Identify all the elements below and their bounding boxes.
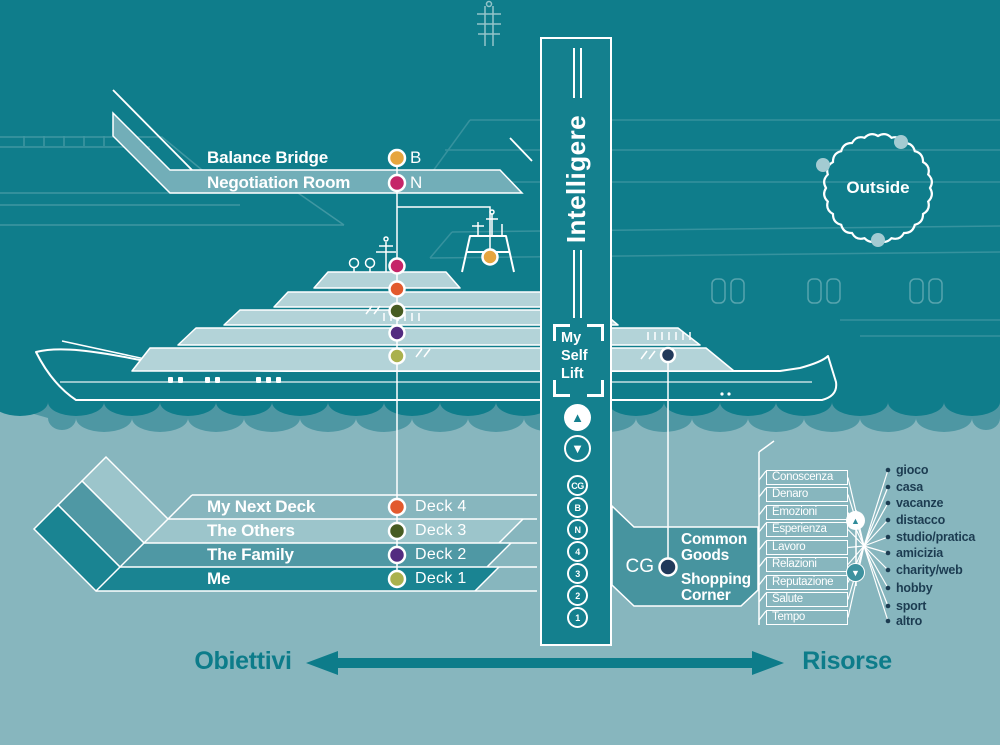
item-distacco: distacco bbox=[896, 513, 946, 527]
item-vacanze: vacanze bbox=[896, 496, 944, 510]
deck-number-label: Deck 2 bbox=[415, 546, 467, 563]
shelf-tempo[interactable]: Tempo bbox=[766, 610, 848, 625]
cabin-bracket bbox=[587, 324, 604, 341]
lift-button-4[interactable]: 4 bbox=[567, 541, 588, 562]
shelf-reputazione[interactable]: Reputazione bbox=[766, 575, 848, 590]
item-amicizia: amicizia bbox=[896, 546, 944, 560]
cabin-bracket bbox=[553, 380, 570, 397]
deck-number-label: Deck 1 bbox=[415, 570, 467, 587]
shelf-salute[interactable]: Salute bbox=[766, 592, 848, 607]
item-casa: casa bbox=[896, 480, 924, 494]
shelf-denaro[interactable]: Denaro bbox=[766, 487, 848, 502]
deck-number-label: Deck 3 bbox=[415, 522, 467, 539]
cabin-label-line: My bbox=[561, 330, 582, 346]
lift-cable-line bbox=[573, 48, 575, 98]
axis-label-risorse: Risorse bbox=[802, 647, 892, 675]
dot-deck4 bbox=[387, 497, 407, 517]
deck-rows bbox=[32, 455, 537, 593]
common-goods-label-line: Goods bbox=[681, 547, 730, 564]
item-hobby: hobby bbox=[896, 581, 933, 595]
common-goods-label-line: Common bbox=[681, 531, 747, 548]
dot-deck3 bbox=[387, 521, 407, 541]
shelf-lavoro[interactable]: Lavoro bbox=[766, 540, 848, 555]
outside-circle-nodes bbox=[816, 135, 908, 247]
dot-deck1 bbox=[387, 569, 407, 589]
dot-negotiation-on-ship bbox=[388, 257, 406, 275]
axis-label-obiettivi: Obiettivi bbox=[194, 647, 292, 675]
dot-deck2-on-ship bbox=[388, 324, 406, 342]
resources-up-button[interactable]: ▲ bbox=[846, 511, 865, 530]
yacht-deck-bridge bbox=[223, 309, 619, 326]
yacht-hull bbox=[35, 348, 838, 401]
dot-balance-bridge bbox=[387, 148, 407, 168]
item-gioco: gioco bbox=[896, 463, 929, 477]
common-goods-label-line: Corner bbox=[681, 587, 731, 604]
resource-fan-lines bbox=[847, 469, 889, 622]
balance-bridge-label: Balance Bridge bbox=[207, 148, 328, 167]
deck-row-label: Me bbox=[207, 569, 231, 588]
item-studio-pratica: studio/pratica bbox=[896, 530, 976, 544]
item-altro: altro bbox=[896, 614, 923, 628]
lift-down-button[interactable]: ▼ bbox=[564, 435, 591, 462]
cabin-label-line: Lift bbox=[561, 366, 584, 382]
lift-button-2[interactable]: 2 bbox=[567, 585, 588, 606]
negotiation-room-label: Negotiation Room bbox=[207, 173, 351, 192]
cabin-label-line: Self bbox=[561, 348, 588, 364]
common-goods-panel bbox=[611, 504, 759, 607]
balance-negotiation-ribbon bbox=[112, 89, 533, 194]
shelf-esperienza[interactable]: Esperienza bbox=[766, 522, 848, 537]
dot-bridge-on-ship bbox=[481, 248, 499, 266]
balance-bridge-letter: B bbox=[410, 148, 422, 167]
ghost-window-bands bbox=[711, 278, 943, 304]
deck-row-label: The Others bbox=[207, 521, 295, 540]
deck-number-label: Deck 4 bbox=[415, 498, 467, 515]
station-dots bbox=[387, 148, 678, 589]
lift-title: Intelligere bbox=[561, 114, 591, 244]
shelf-spine bbox=[758, 440, 775, 625]
lift-column: Intelligere My Self Lift ▲ ▼ CG B N 4 3 … bbox=[540, 37, 612, 646]
resources-down-button[interactable]: ▼ bbox=[846, 563, 865, 582]
dot-deck4-on-ship bbox=[388, 280, 406, 298]
deck-row-label: The Family bbox=[207, 545, 294, 564]
shelf-conoscenza[interactable]: Conoscenza bbox=[766, 470, 848, 485]
cabin-bracket bbox=[553, 324, 570, 341]
lift-up-button[interactable]: ▲ bbox=[564, 404, 591, 431]
shelf-relazioni[interactable]: Relazioni bbox=[766, 557, 848, 572]
lift-button-3[interactable]: 3 bbox=[567, 563, 588, 584]
obiettivi-risorse-arrow bbox=[306, 651, 784, 675]
deck-row-label: My Next Deck bbox=[207, 497, 316, 516]
yacht-deck-main bbox=[131, 347, 735, 372]
negotiation-room-letter: N bbox=[410, 173, 423, 192]
lift-button-1[interactable]: 1 bbox=[567, 607, 588, 628]
dot-common-goods-on-ship bbox=[659, 346, 677, 364]
yacht-deck-sun bbox=[273, 291, 557, 308]
lift-cable-line bbox=[573, 250, 575, 318]
lift-cable-line bbox=[580, 48, 582, 98]
lift-cable-line bbox=[580, 250, 582, 318]
lift-button-b[interactable]: B bbox=[567, 497, 588, 518]
dot-negotiation-room bbox=[387, 173, 407, 193]
common-goods-code: CG bbox=[625, 556, 655, 577]
yacht-top-cabin bbox=[313, 271, 461, 289]
dot-deck2 bbox=[387, 545, 407, 565]
resource-item-bullets bbox=[885, 467, 891, 624]
dot-common-goods bbox=[658, 557, 678, 577]
cabin-bracket bbox=[587, 380, 604, 397]
item-charity-web: charity/web bbox=[896, 563, 963, 577]
dot-deck3-on-ship bbox=[388, 302, 406, 320]
lift-button-n[interactable]: N bbox=[567, 519, 588, 540]
lift-button-cg[interactable]: CG bbox=[567, 475, 588, 496]
yacht-deck-boat bbox=[177, 327, 701, 346]
shelf-emozioni[interactable]: Emozioni bbox=[766, 505, 848, 520]
ghost-mast-icon bbox=[477, 0, 501, 46]
common-goods-label-line: Shopping bbox=[681, 571, 751, 588]
shelf-connectors bbox=[758, 470, 767, 621]
item-sport: sport bbox=[896, 599, 927, 613]
outside-label: Outside bbox=[846, 178, 910, 197]
dot-deck1-on-ship bbox=[388, 347, 406, 365]
